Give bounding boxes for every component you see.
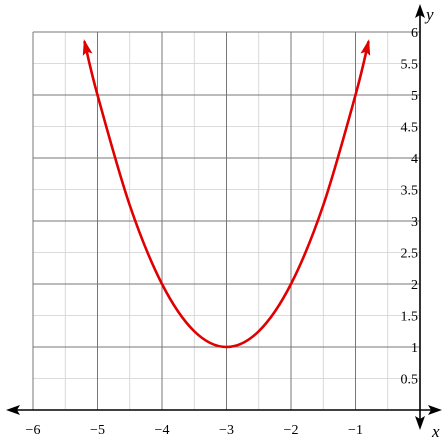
y-axis-top-arrow bbox=[415, 4, 425, 18]
curve-arrowhead bbox=[360, 39, 371, 56]
y-tick-label: 4 bbox=[411, 152, 418, 167]
x-axis-title: x bbox=[431, 422, 440, 441]
x-tick-labels: −6 −5 −4 −3 −2 −1 bbox=[26, 423, 363, 438]
x-axis-right-arrow bbox=[428, 405, 442, 415]
y-tick-label: 3.5 bbox=[401, 184, 419, 199]
x-tick-label: −6 bbox=[26, 423, 41, 438]
curve-layer bbox=[82, 39, 371, 349]
y-tick-label: 1 bbox=[411, 341, 418, 356]
y-tick-label: 6 bbox=[411, 26, 418, 41]
x-tick-label: −3 bbox=[219, 423, 234, 438]
x-tick-label: −5 bbox=[90, 423, 105, 438]
y-tick-label: 0.5 bbox=[401, 373, 419, 388]
major-grid bbox=[32, 31, 420, 410]
y-tick-label: 4.5 bbox=[401, 121, 419, 136]
y-tick-label: 5.5 bbox=[401, 58, 419, 73]
y-axis-title: y bbox=[424, 5, 434, 24]
y-axis-bottom-arrow bbox=[415, 416, 425, 430]
x-axis-left-arrow bbox=[6, 405, 20, 415]
y-tick-label: 2.5 bbox=[401, 247, 419, 262]
x-tick-label: −2 bbox=[284, 423, 299, 438]
parabola-curve bbox=[83, 40, 370, 349]
x-tick-label: −1 bbox=[348, 423, 363, 438]
axes bbox=[6, 4, 442, 430]
y-tick-label: 1.5 bbox=[401, 310, 419, 325]
y-tick-label: 2 bbox=[411, 278, 418, 293]
y-tick-labels: 0.5 1 1.5 2 2.5 3 3.5 4 4.5 5 5.5 6 bbox=[401, 26, 419, 388]
curve-arrowhead bbox=[82, 39, 93, 56]
y-tick-label: 3 bbox=[411, 215, 418, 230]
x-tick-label: −4 bbox=[155, 423, 170, 438]
y-tick-label: 5 bbox=[411, 89, 418, 104]
